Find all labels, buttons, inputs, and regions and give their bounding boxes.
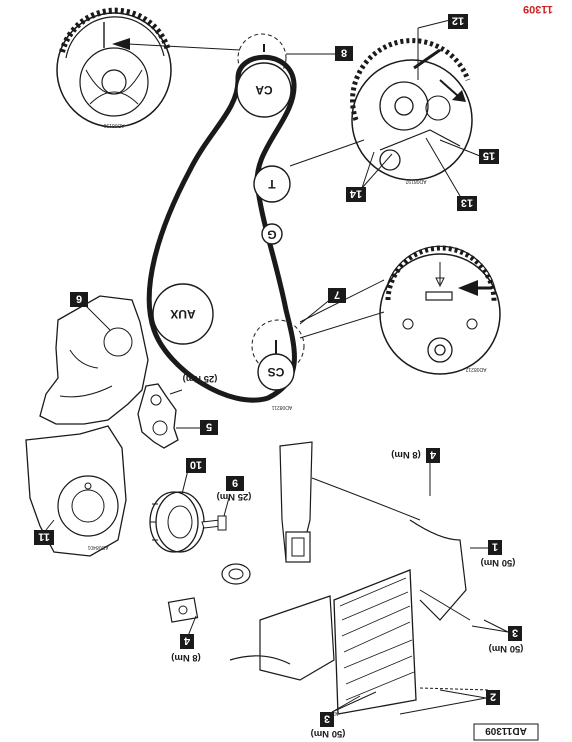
crank-pulley bbox=[149, 491, 205, 553]
leader-cam bbox=[127, 43, 241, 51]
pulley-tensioner: T bbox=[253, 165, 291, 203]
pulley-bolt bbox=[201, 515, 227, 531]
torque-50-a: (50 Nm) bbox=[481, 557, 516, 568]
svg-text:7: 7 bbox=[334, 289, 340, 301]
callout-14: 14 bbox=[346, 187, 366, 202]
pulley-idler: G bbox=[261, 223, 283, 245]
torque-8-b: (8 Nm) bbox=[171, 652, 201, 663]
callout-7: 7 bbox=[328, 288, 346, 303]
callout-4-top: 4 bbox=[426, 448, 440, 463]
svg-text:11: 11 bbox=[38, 531, 50, 543]
svg-text:10: 10 bbox=[190, 459, 202, 471]
leader-tensioner bbox=[289, 139, 365, 167]
callout-6: 6 bbox=[70, 292, 88, 307]
belt-main-code: AD08211 bbox=[272, 404, 293, 410]
svg-text:1: 1 bbox=[492, 541, 498, 553]
svg-text:4: 4 bbox=[183, 635, 190, 647]
callout-15: 15 bbox=[479, 149, 499, 164]
pulley-tensioner-label: T bbox=[268, 177, 276, 191]
pulley-auxiliary: AUX bbox=[152, 283, 214, 345]
engine-mount-bracket bbox=[167, 563, 251, 623]
callout-13: 13 bbox=[457, 196, 477, 211]
tensioner-bracket bbox=[137, 383, 179, 449]
svg-text:15: 15 bbox=[483, 150, 495, 162]
callout-3-right: 3 bbox=[508, 626, 522, 641]
pulley-camshaft-label: CA bbox=[255, 83, 273, 97]
cam-inset: AD08196 bbox=[56, 7, 172, 128]
pulley-camshaft: CA bbox=[236, 44, 292, 118]
svg-text:8: 8 bbox=[341, 47, 347, 59]
upper-cover bbox=[39, 295, 149, 425]
crank-inset: AD08212 bbox=[379, 245, 501, 375]
svg-text:13: 13 bbox=[461, 197, 473, 209]
torque-25-b: (25 Nm) bbox=[217, 491, 252, 502]
torque-50-b: (50 Nm) bbox=[489, 643, 524, 654]
callout-5: 5 bbox=[200, 420, 218, 435]
ref-code-bottom: AD11309 bbox=[485, 725, 527, 736]
svg-text:5: 5 bbox=[206, 421, 212, 433]
callout-9: 9 bbox=[226, 476, 244, 491]
svg-text:6: 6 bbox=[76, 293, 82, 305]
svg-text:14: 14 bbox=[349, 188, 362, 200]
pulley-idler-label: G bbox=[267, 228, 276, 242]
ref-code-bottom-box: AD11309 bbox=[473, 723, 539, 741]
torque-8-a: (8 Nm) bbox=[391, 449, 421, 460]
cover-code: AD08401 bbox=[87, 544, 108, 550]
callout-10: 10 bbox=[186, 458, 206, 473]
callout-1: 1 bbox=[488, 540, 502, 555]
tensioner-inset-code: AD08192 bbox=[405, 178, 426, 184]
pulley-crankshaft-label: CS bbox=[268, 365, 285, 379]
callout-8: 8 bbox=[335, 46, 353, 61]
cam-inset-code: AD08196 bbox=[103, 122, 124, 128]
crank-inset-code: AD08212 bbox=[465, 366, 486, 372]
torque-50-c: (50 Nm) bbox=[311, 728, 346, 739]
svg-text:4: 4 bbox=[429, 449, 436, 461]
callout-11: 11 bbox=[34, 530, 54, 545]
torque-25-a: (25 Nm) bbox=[183, 373, 218, 384]
svg-text:2: 2 bbox=[490, 691, 496, 703]
callout-2: 2 bbox=[486, 690, 500, 705]
pulley-crankshaft: CS bbox=[257, 340, 295, 391]
callout-12: 12 bbox=[448, 14, 468, 29]
svg-text:9: 9 bbox=[232, 477, 238, 489]
callout-3-bottom: 3 bbox=[320, 712, 334, 727]
ref-code-top: 11309 bbox=[523, 3, 553, 15]
pulley-auxiliary-label: AUX bbox=[170, 307, 195, 321]
crank-detail-circle bbox=[251, 319, 305, 373]
radiator-assembly: AD0806 bbox=[229, 441, 491, 716]
svg-text:12: 12 bbox=[452, 15, 464, 27]
svg-text:3: 3 bbox=[512, 627, 518, 639]
svg-text:3: 3 bbox=[324, 713, 330, 725]
callout-4-bottom: 4 bbox=[180, 634, 194, 649]
